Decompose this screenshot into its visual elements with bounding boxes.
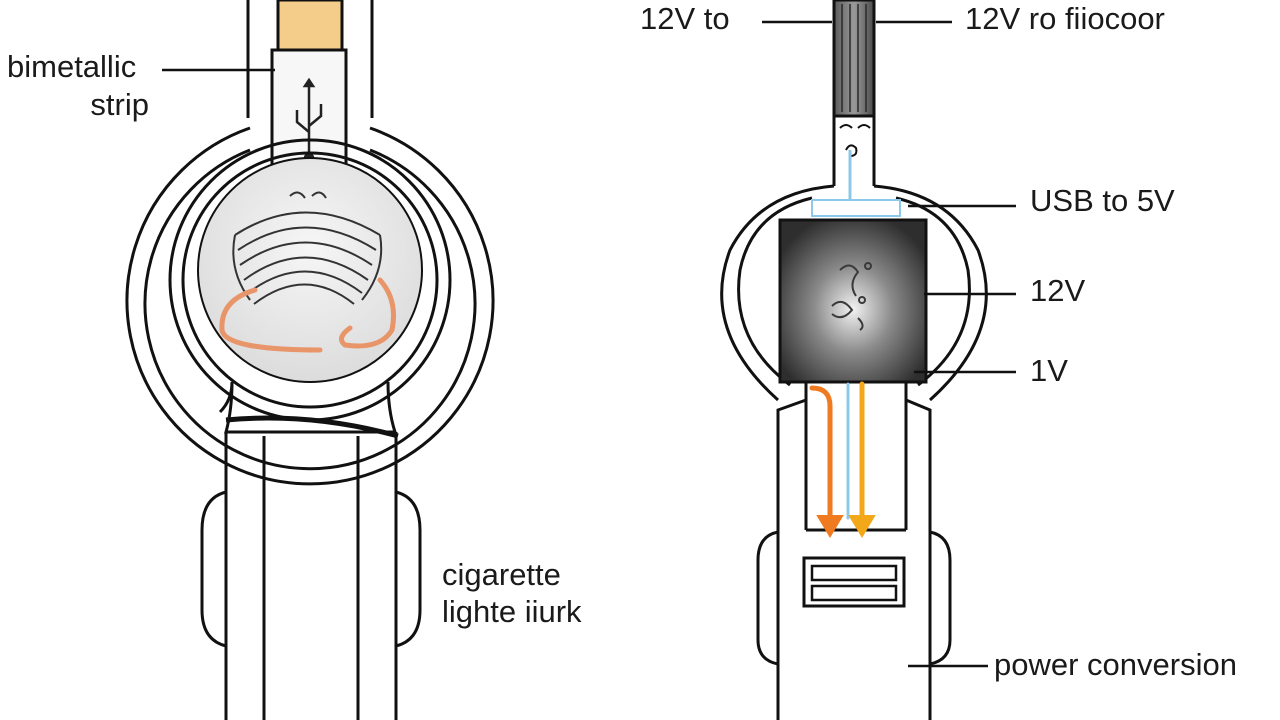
- label-top-right: 12V ro fiiocoor: [965, 1, 1165, 36]
- label-cigarette-line2: lighte iiurk: [442, 594, 582, 629]
- label-cigarette-line1: cigarette: [442, 557, 561, 592]
- collar-band: [225, 415, 399, 439]
- copper-strip: [219, 277, 396, 353]
- plug-pin: [832, 0, 876, 118]
- circuit-glyph-icon: [831, 262, 872, 331]
- label-1v: 1V: [1030, 353, 1068, 388]
- label-power-conversion: power conversion: [994, 647, 1237, 682]
- label-bimetallic-line2: strip: [90, 87, 149, 122]
- usb-plate: [811, 199, 901, 217]
- neck: [832, 116, 876, 186]
- left-lighter-diagram: [125, 0, 495, 720]
- top-stem: [246, 0, 374, 118]
- right-rings: [720, 184, 988, 402]
- heater-well: [197, 157, 423, 383]
- collar: [224, 381, 398, 434]
- lighter-body: [200, 432, 422, 720]
- current-arrows: [809, 381, 876, 538]
- converter-module: [778, 218, 928, 384]
- right-lighter-diagram: [720, 0, 1016, 720]
- label-12v: 12V: [1030, 273, 1086, 308]
- label-usb: USB to 5V: [1030, 183, 1175, 218]
- usb-port: [802, 556, 906, 608]
- amber-element: [276, 0, 344, 52]
- label-bimetallic-line1: bimetallic: [7, 49, 137, 84]
- label-top-left: 12V to: [640, 1, 730, 36]
- adapter-body: [756, 382, 952, 720]
